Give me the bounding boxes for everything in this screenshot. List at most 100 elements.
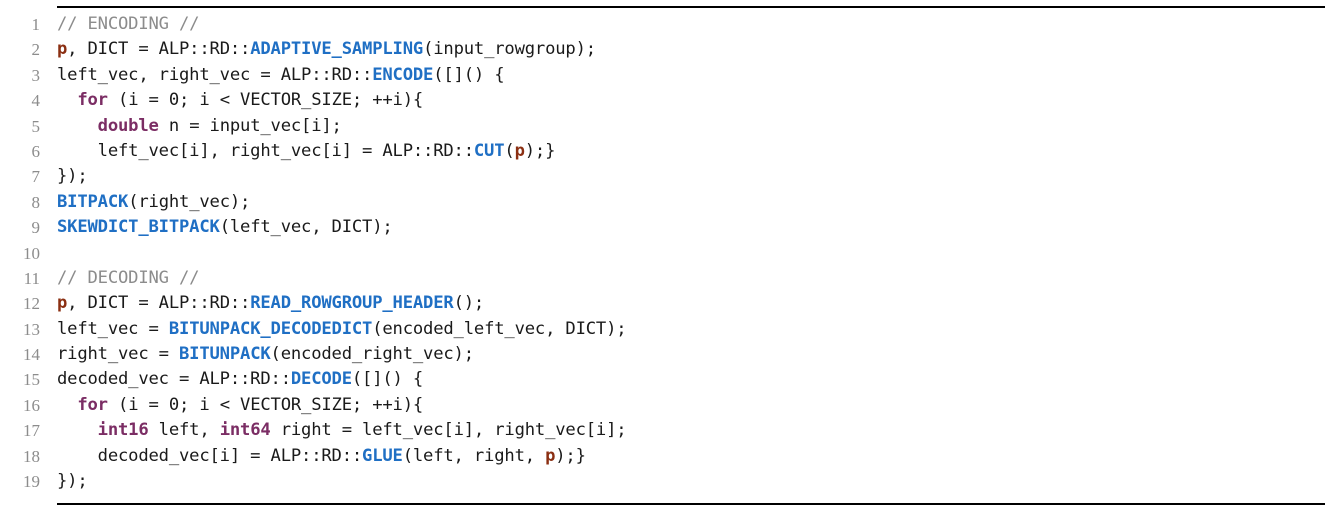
code-line: 10 xyxy=(0,241,1325,266)
code-token-plain: , DICT = ALP::RD:: xyxy=(67,39,251,60)
code-text: int16 left, int64 right = left_vec[i], r… xyxy=(57,418,627,443)
code-token-plain: (i = 0; i < VECTOR_SIZE; ++i){ xyxy=(107,90,424,111)
code-token-kw: for xyxy=(77,394,108,415)
code-token-plain: ([]() { xyxy=(433,64,505,85)
line-number: 14 xyxy=(23,345,40,365)
line-number: 12 xyxy=(23,294,40,314)
code-token-plain: decoded_vec = ALP::RD:: xyxy=(57,369,291,390)
code-text: // DECODING // xyxy=(57,266,200,291)
code-text: }); xyxy=(57,469,88,494)
code-line: 4 for (i = 0; i < VECTOR_SIZE; ++i){ xyxy=(0,88,1325,113)
code-text: decoded_vec[i] = ALP::RD::GLUE(left, rig… xyxy=(57,444,586,469)
line-number: 19 xyxy=(23,472,40,492)
code-text: SKEWDICT_BITPACK(left_vec, DICT); xyxy=(57,215,393,240)
code-text: p, DICT = ALP::RD::ADAPTIVE_SAMPLING(inp… xyxy=(57,37,596,62)
code-token-plain: (left_vec, DICT); xyxy=(219,217,393,238)
line-number: 3 xyxy=(31,65,41,85)
code-token-fn: ENCODE xyxy=(372,64,434,85)
code-token-plain xyxy=(57,116,98,136)
line-number: 15 xyxy=(23,370,40,390)
code-text: left_vec = BITUNPACK_DECODEDICT(encoded_… xyxy=(57,317,627,342)
code-line: 15 decoded_vec = ALP::RD::DECODE([]() { xyxy=(0,367,1325,392)
code-token-comment: // DECODING // xyxy=(57,267,200,288)
code-token-plain: );} xyxy=(555,445,586,466)
code-token-plain: left, xyxy=(148,420,220,441)
code-text: left_vec, right_vec = ALP::RD::ENCODE([]… xyxy=(57,63,505,88)
code-token-kw: int64 xyxy=(219,420,271,441)
code-text: double n = input_vec[i]; xyxy=(57,114,342,139)
code-token-fn: GLUE xyxy=(362,445,403,466)
line-number: 5 xyxy=(31,116,41,136)
code-text: decoded_vec = ALP::RD::DECODE([]() { xyxy=(57,367,423,392)
code-line: 7}); xyxy=(0,164,1325,189)
code-text: for (i = 0; i < VECTOR_SIZE; ++i){ xyxy=(57,88,423,113)
line-number: 17 xyxy=(23,421,40,441)
line-number: 18 xyxy=(23,446,40,466)
code-token-plain: (right_vec); xyxy=(128,191,251,212)
code-token-var: p xyxy=(545,445,556,466)
code-token-plain: (encoded_right_vec); xyxy=(270,344,475,365)
line-number: 16 xyxy=(23,395,40,415)
code-token-kw: double xyxy=(97,115,159,136)
code-token-plain: );} xyxy=(524,140,556,161)
line-number: 9 xyxy=(31,218,41,238)
code-token-plain: (input_rowgroup); xyxy=(423,39,596,60)
code-text: }); xyxy=(57,164,88,189)
code-line: 12 p, DICT = ALP::RD::READ_ROWGROUP_HEADE… xyxy=(0,291,1325,316)
code-line: 9 SKEWDICT_BITPACK(left_vec, DICT); xyxy=(0,215,1325,240)
code-token-fn: READ_ROWGROUP_HEADER xyxy=(250,293,454,314)
code-token-plain: n = input_vec[i]; xyxy=(158,115,342,136)
line-number: 8 xyxy=(31,192,41,212)
line-number: 6 xyxy=(31,141,41,161)
code-token-plain: decoded_vec[i] = ALP::RD:: xyxy=(57,445,363,466)
figure-top-rule xyxy=(57,6,1325,8)
line-number: 11 xyxy=(23,268,40,288)
code-token-plain xyxy=(57,90,77,110)
code-token-plain: (i = 0; i < VECTOR_SIZE; ++i){ xyxy=(107,394,424,415)
code-token-fn: BITUNPACK_DECODEDICT xyxy=(168,318,373,339)
code-text: BITPACK(right_vec); xyxy=(57,190,250,215)
code-token-plain: (encoded_left_vec, DICT); xyxy=(372,318,627,339)
code-token-fn: DECODE xyxy=(290,369,352,390)
code-token-fn: BITPACK xyxy=(57,191,129,212)
code-token-var: p xyxy=(514,140,525,161)
code-token-plain: }); xyxy=(57,166,88,187)
code-text: p, DICT = ALP::RD::READ_ROWGROUP_HEADER(… xyxy=(57,291,484,316)
line-number: 2 xyxy=(31,40,41,60)
code-token-plain: right = left_vec[i], right_vec[i]; xyxy=(270,420,627,441)
code-token-fn: SKEWDICT_BITPACK xyxy=(57,217,220,238)
code-token-plain: left_vec, right_vec = ALP::RD:: xyxy=(57,64,373,85)
line-number: 1 xyxy=(31,15,41,34)
code-token-plain: (left, right, xyxy=(402,445,546,466)
code-token-plain: left_vec[i], right_vec[i] = ALP::RD:: xyxy=(57,140,474,161)
code-token-fn: CUT xyxy=(473,140,505,161)
code-line: 17 int16 left, int64 right = left_vec[i]… xyxy=(0,418,1325,443)
code-token-fn: ADAPTIVE_SAMPLING xyxy=(250,39,424,60)
figure-bottom-rule xyxy=(57,503,1325,505)
code-token-kw: for xyxy=(77,90,108,111)
code-text: left_vec[i], right_vec[i] = ALP::RD::CUT… xyxy=(57,139,556,164)
code-token-fn: BITUNPACK xyxy=(179,344,271,365)
code-token-plain: (); xyxy=(453,293,485,314)
code-line: 5 double n = input_vec[i]; xyxy=(0,114,1325,139)
code-line: 3 left_vec, right_vec = ALP::RD::ENCODE([… xyxy=(0,63,1325,88)
code-token-var: p xyxy=(57,293,68,314)
line-number: 7 xyxy=(31,167,41,187)
line-number: 10 xyxy=(23,243,40,263)
code-line: 1 // ENCODING // xyxy=(0,12,1325,37)
code-line: 16 for (i = 0; i < VECTOR_SIZE; ++i){ xyxy=(0,393,1325,418)
code-token-kw: int16 xyxy=(97,420,149,441)
code-line: 6 left_vec[i], right_vec[i] = ALP::RD::C… xyxy=(0,139,1325,164)
code-line: 18 decoded_vec[i] = ALP::RD::GLUE(left, … xyxy=(0,444,1325,469)
code-token-var: p xyxy=(57,39,68,60)
code-text: // ENCODING // xyxy=(57,12,200,37)
line-number: 4 xyxy=(31,91,41,111)
code-token-plain: ([]() { xyxy=(351,369,424,390)
code-token-comment: // ENCODING // xyxy=(57,14,200,34)
code-text: right_vec = BITUNPACK(encoded_right_vec)… xyxy=(57,342,474,367)
code-line: 14 right_vec = BITUNPACK(encoded_right_ve… xyxy=(0,342,1325,367)
